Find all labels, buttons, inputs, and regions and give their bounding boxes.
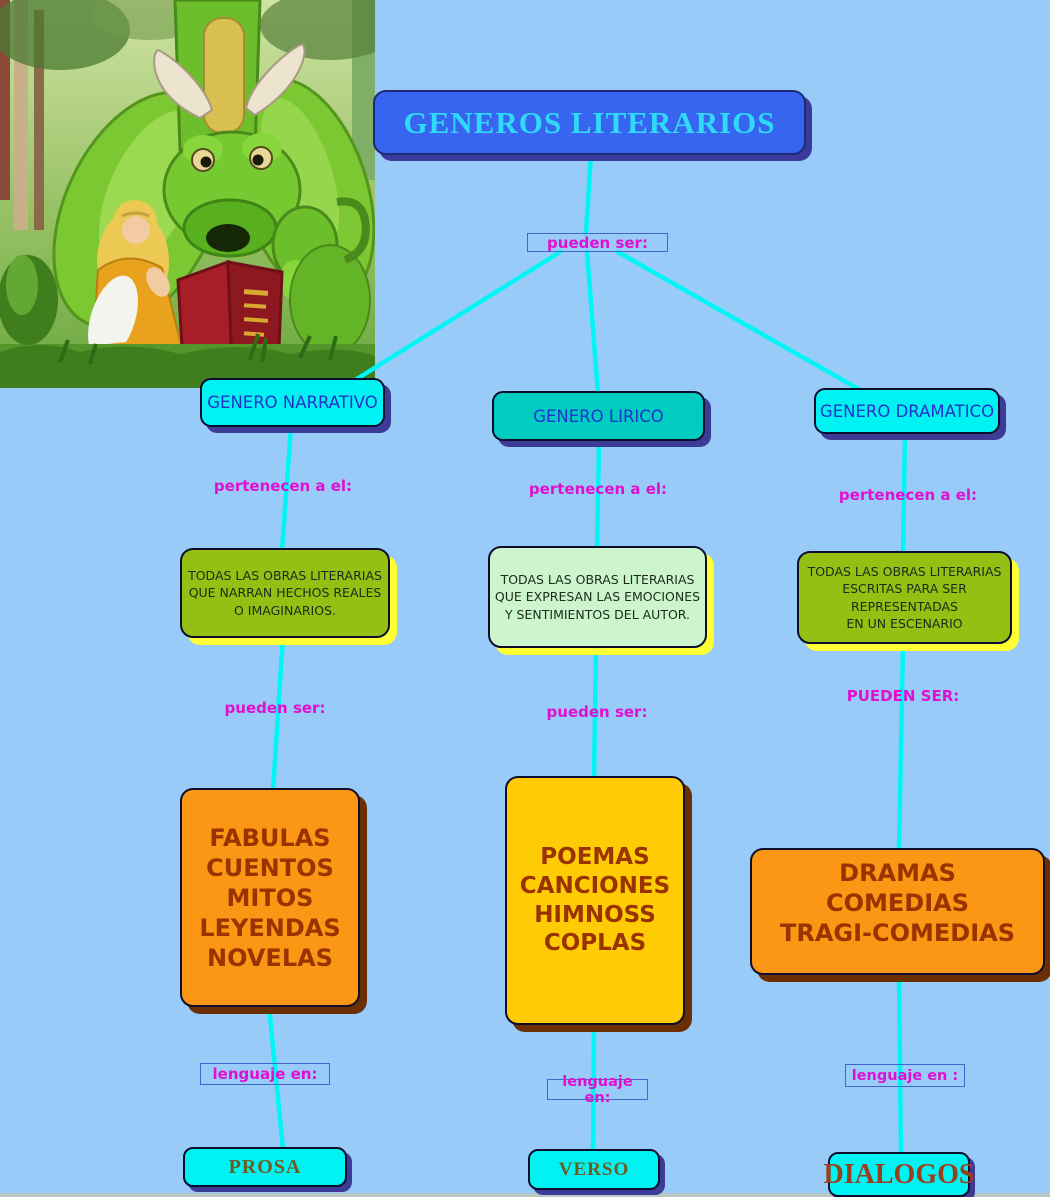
belong-label-lirico: pertenecen a el: [528, 480, 668, 498]
examples-node-dramatico[interactable]: DRAMAS COMEDIAS TRAGI-COMEDIAS [750, 848, 1045, 975]
title-node[interactable]: GENEROS LITERARIOS [373, 90, 806, 155]
connector-root-to-dramatico [615, 249, 865, 394]
connector-title-to-root [583, 152, 594, 236]
examples-node-lirico[interactable]: POEMAS CANCIONES HIMNOSS COPLAS [505, 776, 685, 1025]
examples-node-narrativo[interactable]: FABULAS CUENTOS MITOS LEYENDAS NOVELAS [180, 788, 360, 1007]
language-label-narrativo: lenguaje en: [200, 1063, 330, 1085]
dragon-horn-left [153, 48, 214, 120]
dragon-horn-right [244, 42, 306, 117]
dragon-and-girl-illustration [0, 0, 375, 388]
language-label-dramatico: lenguaje en : [845, 1064, 965, 1087]
language-node-verso[interactable]: VERSO [528, 1149, 660, 1190]
root-connector-label: pueden ser: [527, 233, 668, 252]
page-title: GENEROS LITERARIOS [403, 104, 776, 140]
definition-node-narrativo[interactable]: TODAS LAS OBRAS LITERARIAS QUE NARRAN HE… [180, 548, 390, 638]
genre-node-dramatico[interactable]: GENERO DRAMATICO [814, 388, 1000, 434]
language-node-dialogos[interactable]: DIALOGOS [824, 1152, 974, 1197]
genre-node-narrativo[interactable]: GENERO NARRATIVO [200, 378, 385, 427]
language-label-lirico: lenguaje en: [547, 1074, 648, 1106]
definition-node-lirico[interactable]: TODAS LAS OBRAS LITERARIAS QUE EXPRESAN … [488, 546, 707, 648]
page-bottom-edge [0, 1193, 1050, 1197]
connector-root-to-narrativo [349, 249, 563, 385]
genre-node-lirico[interactable]: GENERO LIRICO [492, 391, 705, 441]
grass-foreground [0, 255, 375, 388]
connector-def3-to-examples [896, 640, 906, 853]
connector-root-to-lirico [584, 249, 601, 396]
language-node-prosa[interactable]: PROSA [183, 1147, 347, 1187]
definition-node-dramatico[interactable]: TODAS LAS OBRAS LITERARIAS ESCRITAS PARA… [797, 551, 1012, 644]
can-be-label-narrativo: pueden ser: [224, 699, 326, 717]
can-be-label-lirico: pueden ser: [546, 703, 648, 721]
belong-label-narrativo: pertenecen a el: [213, 477, 353, 495]
can-be-label-dramatico: PUEDEN SER: [846, 687, 960, 705]
belong-label-dramatico: pertenecen a el: [838, 486, 978, 504]
